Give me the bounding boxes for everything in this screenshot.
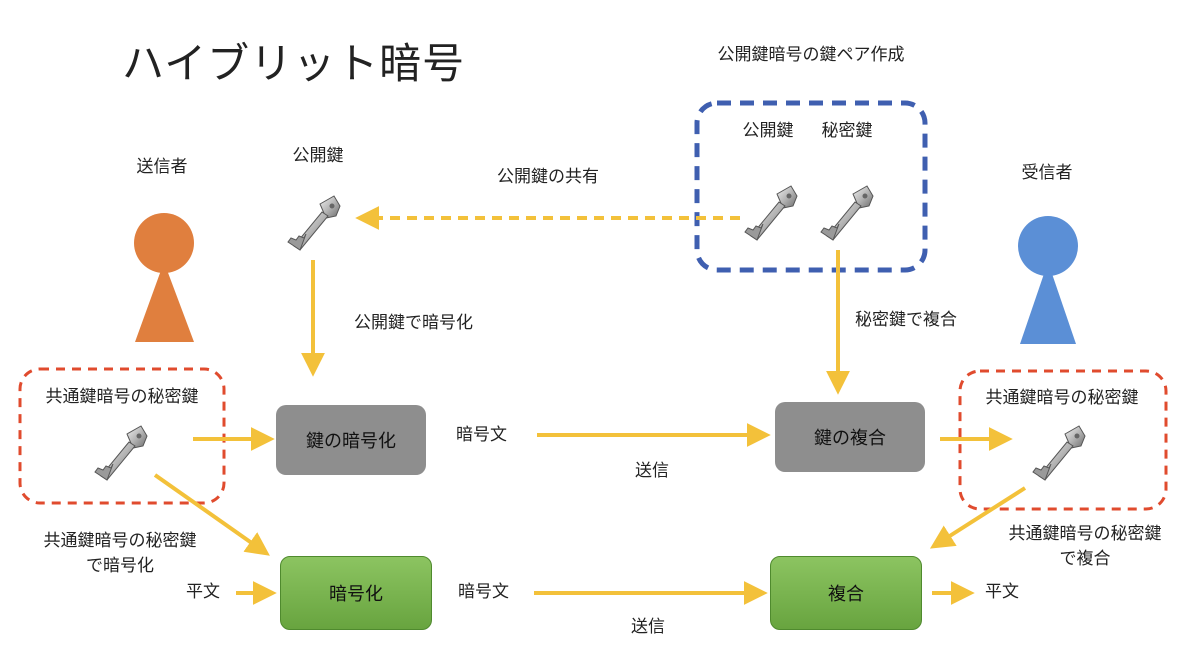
send-top-label: 送信	[635, 461, 669, 481]
common-encrypt-note: 共通鍵暗号の秘密鍵 で暗号化	[43, 531, 197, 576]
plain-out-label: 平文	[985, 582, 1019, 602]
keypair-public-key-icon	[744, 185, 798, 241]
encrypt-with-public-label: 公開鍵で暗号化	[354, 313, 473, 333]
encrypt-box: 暗号化	[280, 556, 432, 630]
common-key-diagonal-encrypt-arrow	[153, 473, 270, 556]
sender-label: 送信者	[136, 157, 188, 177]
keypair-caption: 公開鍵暗号の鍵ペア作成	[717, 45, 905, 65]
keypair-private-key-icon	[820, 185, 874, 241]
common-key-diagonal-decrypt-arrow	[929, 486, 1027, 549]
send-bottom-label: 送信	[631, 617, 665, 637]
key-encrypt-box: 鍵の暗号化	[276, 405, 426, 475]
public-key-label: 公開鍵	[292, 146, 344, 166]
decrypt-box: 複合	[770, 556, 922, 630]
cipher-top-label: 暗号文	[456, 425, 507, 445]
receiver-common-key-border	[958, 369, 1168, 511]
key-encrypt-label: 鍵の暗号化	[306, 431, 396, 452]
sender-person-icon	[134, 213, 194, 342]
plain-in-label: 平文	[186, 582, 220, 602]
page-title: ハイブリット暗号	[122, 39, 466, 88]
key-decrypt-box: 鍵の複合	[775, 402, 925, 472]
receiver-common-key-label: 共通鍵暗号の秘密鍵	[985, 388, 1139, 408]
public-key-icon	[287, 195, 341, 251]
sender-common-key-border	[18, 367, 226, 505]
decrypt-with-private-label: 秘密鍵で複合	[855, 310, 957, 330]
sender-common-key-label: 共通鍵暗号の秘密鍵	[45, 387, 199, 407]
receiver-common-key-icon	[1032, 425, 1086, 481]
decrypt-label: 複合	[828, 584, 864, 605]
keypair-group-border	[694, 100, 928, 273]
keypair-private-label: 秘密鍵	[821, 121, 873, 141]
key-decrypt-label: 鍵の複合	[814, 428, 886, 449]
cipher-bottom-label: 暗号文	[458, 582, 509, 602]
sender-common-key-icon	[94, 425, 148, 481]
common-decrypt-note: 共通鍵暗号の秘密鍵 で複合	[1008, 524, 1162, 569]
receiver-person-icon	[1018, 216, 1078, 344]
encrypt-label: 暗号化	[329, 584, 383, 605]
receiver-label: 受信者	[1021, 163, 1073, 183]
keypair-public-label: 公開鍵	[742, 121, 794, 141]
share-label: 公開鍵の共有	[497, 167, 599, 187]
